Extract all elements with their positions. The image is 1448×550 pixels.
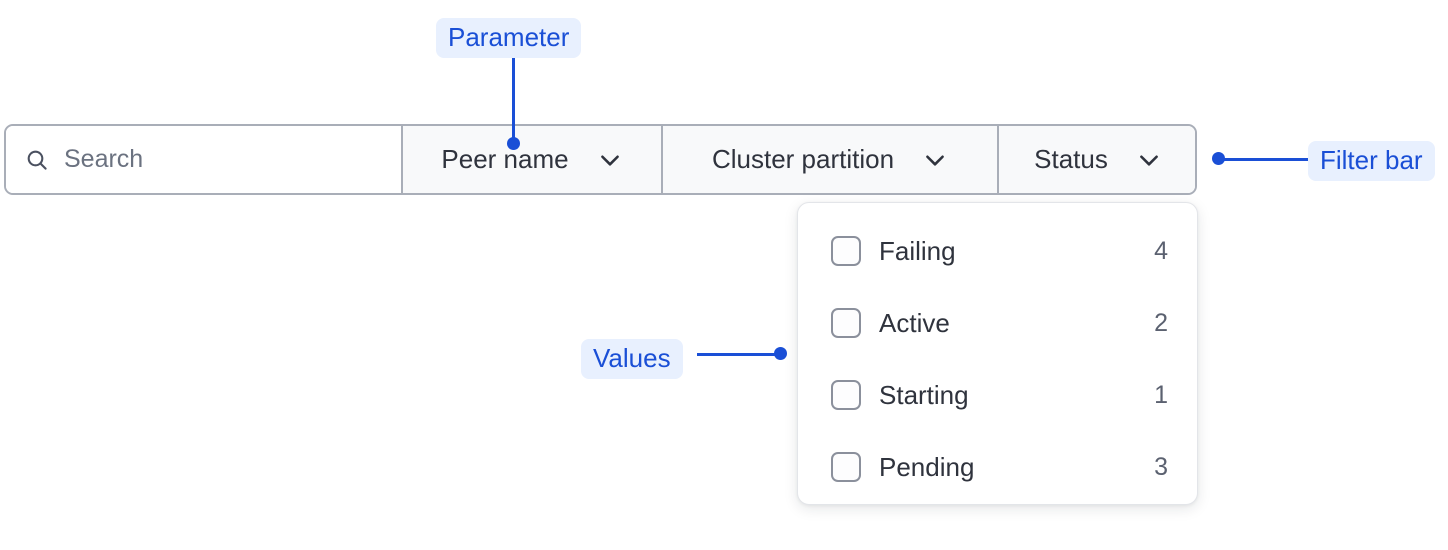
chevron-down-icon (1136, 147, 1162, 173)
filter-bar: Peer name Cluster partition Status (4, 124, 1197, 195)
list-item-label: Pending (879, 451, 975, 482)
chevron-down-icon (922, 147, 948, 173)
checkbox-pending[interactable] (831, 452, 861, 482)
list-item[interactable]: Active 2 (831, 307, 1168, 339)
dropdown-status-label: Status (1034, 144, 1108, 174)
annotation-filter-bar: Filter bar (1308, 141, 1435, 181)
dropdown-cluster-partition[interactable]: Cluster partition (661, 126, 997, 193)
annotation-filter-bar-leader-line (1224, 158, 1308, 161)
list-item-count: 2 (1154, 308, 1168, 337)
annotation-values: Values (581, 339, 683, 379)
list-item[interactable]: Pending 3 (831, 451, 1168, 483)
list-item[interactable]: Starting 1 (831, 379, 1168, 411)
annotation-filter-bar-endpoint-dot (1212, 152, 1225, 165)
dropdown-cluster-partition-label: Cluster partition (711, 144, 895, 174)
dropdown-peer-name[interactable]: Peer name (401, 126, 661, 193)
annotation-parameter: Parameter (436, 18, 582, 58)
annotation-parameter-leader-line (512, 58, 515, 144)
annotation-parameter-endpoint-dot (507, 137, 520, 150)
list-item-label: Failing (879, 235, 956, 266)
chevron-down-icon (597, 147, 623, 173)
list-item-label: Active (879, 307, 950, 338)
annotation-values-leader-line (697, 353, 781, 356)
checkbox-starting[interactable] (831, 380, 861, 410)
search-icon (25, 148, 49, 172)
search-field[interactable] (6, 126, 401, 193)
list-item[interactable]: Failing 4 (831, 235, 1168, 267)
checkbox-failing[interactable] (831, 236, 861, 266)
list-item-label: Starting (879, 379, 969, 410)
list-item-count: 3 (1154, 452, 1168, 481)
annotation-values-endpoint-dot (774, 347, 787, 360)
checkbox-active[interactable] (831, 308, 861, 338)
list-item-count: 4 (1154, 236, 1168, 265)
dropdown-peer-name-label: Peer name (441, 144, 569, 174)
status-dropdown-panel: Failing 4 Active 2 Starting 1 Pending 3 (797, 202, 1198, 505)
list-item-count: 1 (1154, 380, 1168, 409)
search-input[interactable] (64, 145, 384, 174)
dropdown-status[interactable]: Status (997, 126, 1195, 193)
